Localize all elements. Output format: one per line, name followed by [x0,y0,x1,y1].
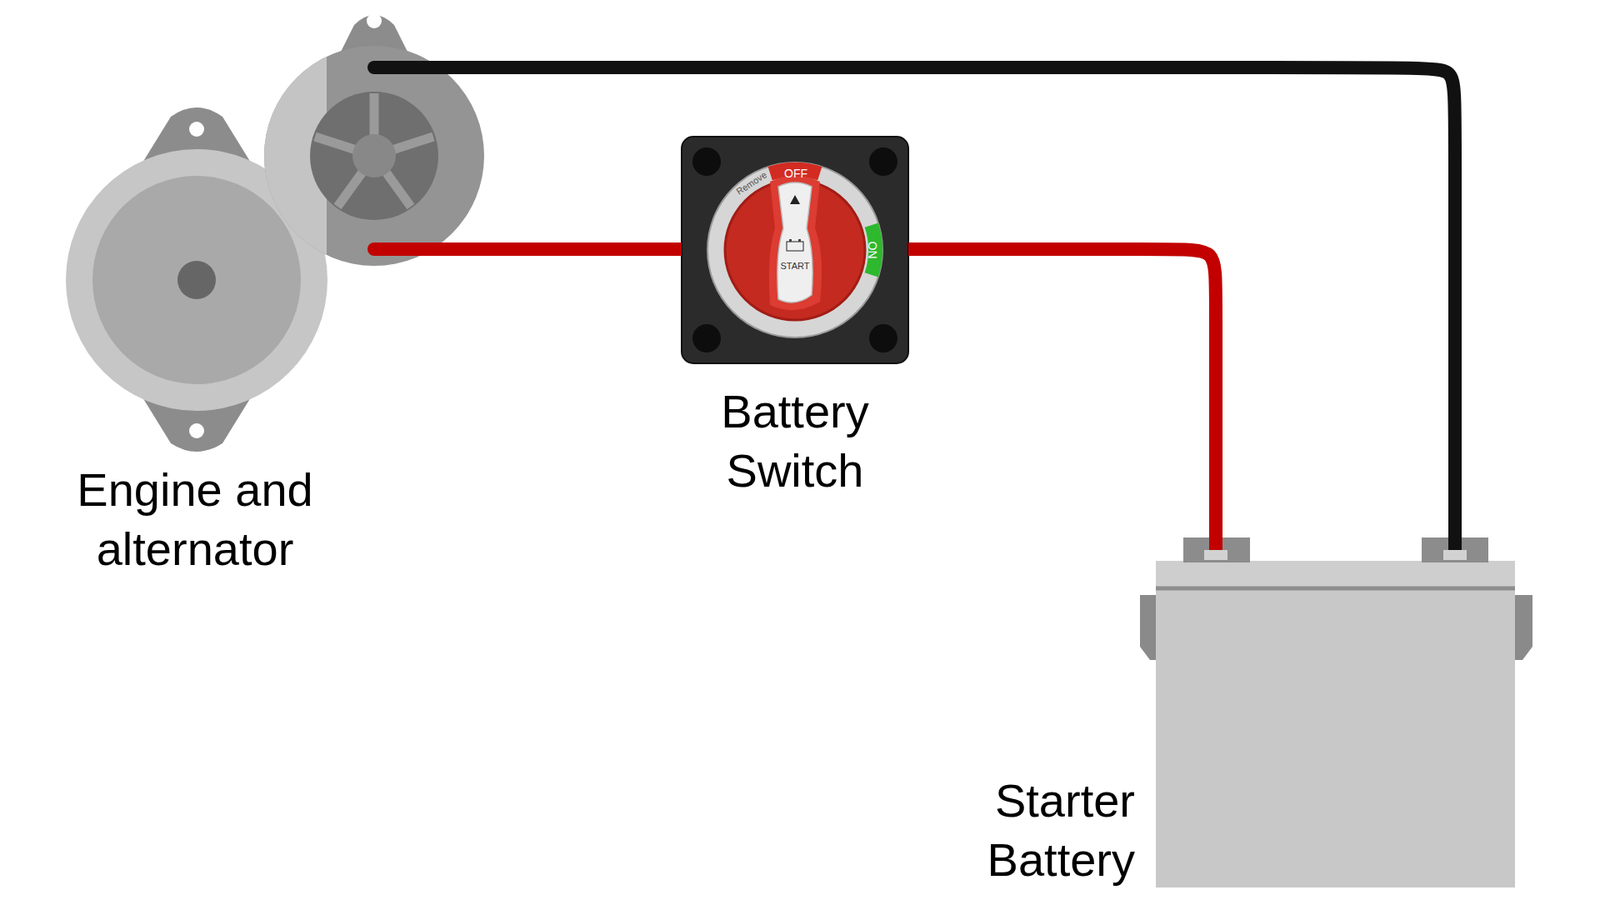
off-segment [768,162,823,180]
fan-hub [352,134,396,178]
mount-hole [189,423,205,439]
battery-body [1155,560,1515,888]
on-position: ON [866,241,879,260]
pointer-triangle [790,195,800,205]
alternator [258,13,488,275]
off-position: OFF [784,167,808,180]
lid-seam [1155,586,1515,591]
battery-lug [1140,595,1159,660]
node-label: Engine and alternator [45,460,345,579]
dial-ring [707,162,883,338]
positive-cable [908,249,1216,533]
mount-hole [366,13,382,29]
terminal-clamp [1204,550,1228,560]
node-label: Starter Battery [943,770,1135,890]
engine-shaft [177,260,216,300]
wire-stub [374,60,488,75]
start-marking: START [780,261,810,271]
terminal-clamp [1443,550,1467,560]
battery-switch [681,136,909,364]
node-label: Battery Switch [695,381,895,500]
starter-battery-node: Starter Battery [1140,532,1533,888]
screw-hole [869,324,898,353]
battery-lid [1155,560,1515,589]
battery-icon-post [789,239,792,242]
screw-hole [692,147,721,176]
battery-icon-post [798,239,801,242]
screw-hole [692,324,721,353]
on-segment [865,223,883,278]
engine-alternator-node: Engine and alternator [62,8,488,450]
negative-cable [487,67,1455,533]
knob [725,180,865,320]
starter-battery [1140,532,1533,888]
battery-icon [786,241,804,251]
battery-lug [1513,595,1533,660]
fan-spokes [315,93,434,207]
screw-hole [869,147,898,176]
engine-face [92,175,301,385]
alternator-fan [310,91,439,220]
positive-cable [487,242,682,256]
remove-position: Remove [735,170,769,197]
wire-stub [374,242,488,256]
knob-grip [777,182,813,303]
mount-hole [189,121,205,137]
switch-base [681,136,909,364]
knob-handle [769,175,822,310]
